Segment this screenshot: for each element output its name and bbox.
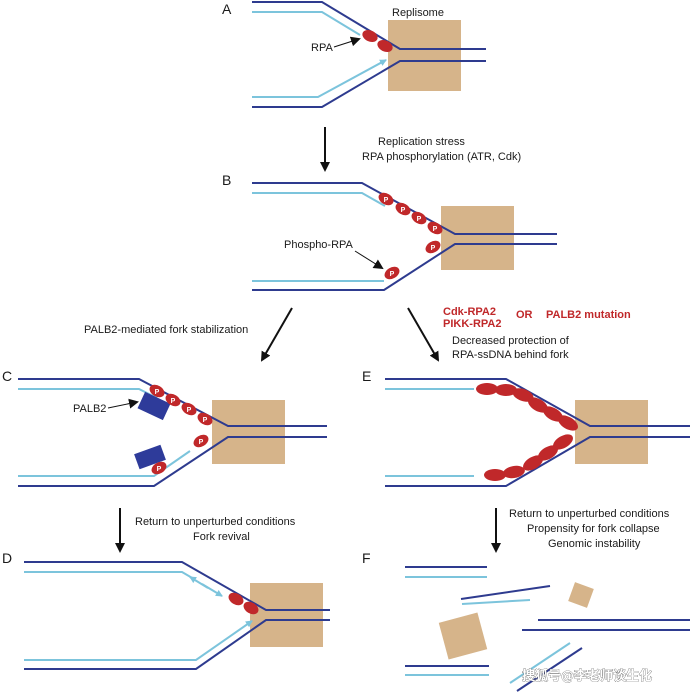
svg-text:P: P [390, 271, 395, 278]
replisome-box [575, 400, 648, 464]
svg-text:P: P [417, 216, 422, 223]
panel-a: A Replisome RPA [222, 1, 486, 108]
replisome-label: Replisome [392, 7, 444, 19]
svg-text:P: P [401, 207, 406, 214]
svg-text:P: P [433, 226, 438, 233]
transition-a-to-b: Replication stress RPA phosphorylation (… [320, 127, 521, 172]
svg-text:P: P [203, 417, 208, 424]
svg-text:P: P [157, 466, 162, 473]
nascent-strands [24, 571, 253, 661]
nascent-strands [252, 11, 387, 98]
nascent-strands [252, 192, 386, 282]
decreased-protection-text: Decreased protection of [452, 335, 570, 347]
palb2-label: PALB2 [73, 403, 106, 415]
transition-c-to-d: Return to unperturbed conditions Fork re… [115, 508, 296, 553]
phospho-rpa-pointer-arrow [354, 250, 384, 270]
return-conditions-text: Return to unperturbed conditions [509, 508, 670, 520]
pikk-rpa2-text: PIKK-RPA2 [443, 318, 501, 330]
transition-b-to-e: Cdk-RPA2 PIKK-RPA2 OR PALB2 mutation Dec… [407, 306, 631, 362]
fork-collapse-text: Propensity for fork collapse [527, 523, 660, 535]
svg-text:P: P [431, 245, 436, 252]
return-conditions-text: Return to unperturbed conditions [135, 516, 296, 528]
cdk-rpa2-text: Cdk-RPA2 [443, 306, 496, 318]
genomic-instability-text: Genomic instability [548, 538, 641, 550]
parental-strands [18, 378, 327, 487]
panel-letter-b: B [222, 172, 231, 188]
svg-text:P: P [384, 197, 389, 204]
panel-letter-d: D [2, 550, 12, 566]
palb2-mutation-text: PALB2 mutation [546, 309, 631, 321]
replisome-box [212, 400, 285, 464]
transition-e-to-f: Return to unperturbed conditions Propens… [491, 508, 670, 553]
rpa-ssdna-text: RPA-ssDNA behind fork [452, 349, 569, 361]
or-text: OR [516, 309, 533, 321]
svg-text:P: P [155, 389, 160, 396]
palb2-pointer-arrow [107, 398, 139, 409]
panel-f: F [362, 550, 690, 692]
replisome-fragment-small [568, 582, 594, 608]
phospho-rpa-proteins: P P P P P P [378, 192, 443, 280]
fork-revival-text: Fork revival [193, 531, 250, 543]
parental-strands [385, 378, 690, 487]
transition-b-to-c: PALB2-mediated fork stabilization [84, 307, 293, 362]
panel-letter-a: A [222, 1, 232, 17]
phospho-rpa-label: Phospho-RPA [284, 239, 354, 251]
replisome-box [441, 206, 514, 270]
rpa-proteins [228, 592, 259, 615]
watermark-text: 搜狐号@李老师谈生化 [522, 668, 652, 684]
phospho-rpa-proteins: P P P P P P [149, 384, 213, 475]
parental-strands [24, 561, 330, 670]
svg-text:P: P [171, 398, 176, 405]
svg-text:P: P [187, 407, 192, 414]
nascent-strands [385, 388, 474, 477]
panel-letter-c: C [2, 368, 12, 384]
panel-e: E [362, 368, 690, 487]
panel-d: D [2, 550, 330, 670]
replisome-box [388, 20, 461, 91]
broken-dna-fragments [405, 566, 690, 692]
palb2-proteins [134, 391, 171, 470]
diagonal-arrow-left [261, 307, 293, 362]
panel-c: C P P P P [2, 368, 327, 487]
svg-text:P: P [199, 439, 204, 446]
panel-b: B P P P P P P [222, 172, 557, 291]
diagonal-arrow-right [407, 307, 439, 362]
panel-letter-e: E [362, 368, 371, 384]
rpa-phosphorylation-text: RPA phosphorylation (ATR, Cdk) [362, 151, 521, 163]
rpa-label: RPA [311, 42, 333, 54]
rpa-proteins [362, 29, 393, 53]
unprotected-rpa-proteins [476, 383, 578, 481]
palb2-stabilization-text: PALB2-mediated fork stabilization [84, 324, 248, 336]
rpa-pointer-arrow [333, 36, 361, 48]
parental-strands [252, 1, 486, 108]
replication-stress-text: Replication stress [378, 136, 465, 148]
replisome-fragment-large [438, 612, 488, 660]
replisome-box [250, 583, 323, 647]
panel-letter-f: F [362, 550, 371, 566]
